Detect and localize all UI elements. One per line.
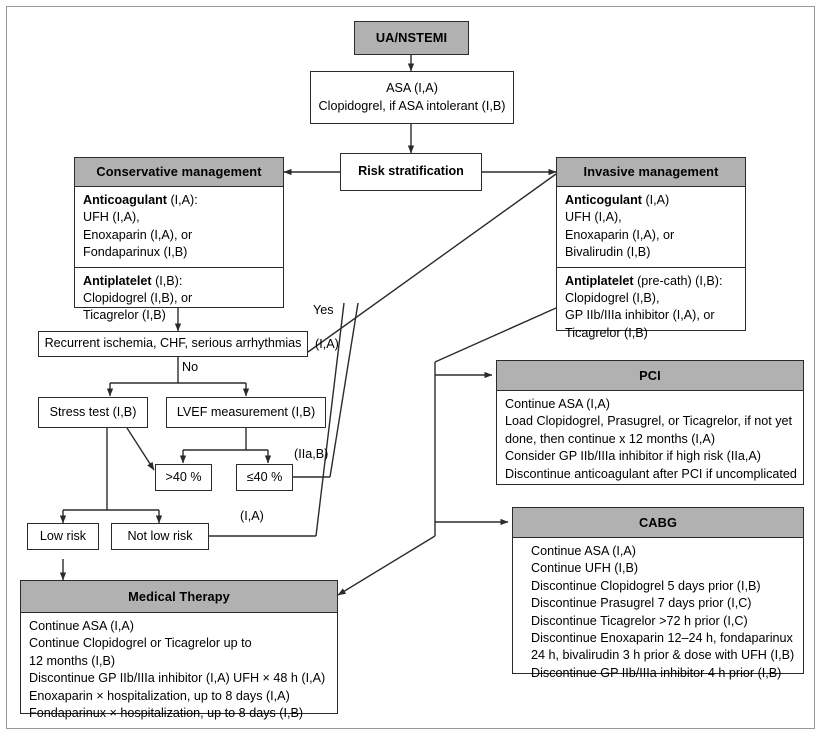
pci-header: PCI <box>497 361 803 391</box>
cabg-line-7: 24 h, bivalirudin 3 h prior & dose with … <box>531 648 795 663</box>
conservative-header: Conservative management <box>75 158 283 187</box>
pci-body: Continue ASA (I,A) Load Clopidogrel, Pra… <box>497 391 803 487</box>
edge-label-no: No <box>182 360 199 374</box>
node-invasive-management[interactable]: Invasive management Anticogulant (I,A) U… <box>556 157 746 340</box>
invasive-antiplatelet-section: Antiplatelet (pre-cath) (I,B): Clopidogr… <box>557 266 745 348</box>
node-low-risk[interactable]: Low risk <box>27 523 99 550</box>
stress-test-label: Stress test (I,B) <box>49 404 137 419</box>
edge-label-yes: Yes <box>313 303 334 317</box>
low-risk-label: Low risk <box>39 528 87 543</box>
node-stress-test[interactable]: Stress test (I,B) <box>38 397 148 428</box>
invasive-antiplatelet-heading-suffix: (pre-cath) (I,B): <box>633 273 723 288</box>
conservative-anticoagulant-heading-text: Anticoagulant <box>83 193 167 207</box>
invasive-anticoagulant-line-1: UFH (I,A), <box>565 210 622 225</box>
node-cabg[interactable]: CABG Continue ASA (I,A) Continue UFH (I,… <box>512 507 804 680</box>
node-lvef-measurement[interactable]: LVEF measurement (I,B) <box>166 397 326 428</box>
ef-greater-40-label: >40 % <box>165 469 202 484</box>
node-risk-stratification[interactable]: Risk stratification <box>340 153 482 191</box>
initial-therapy-line-2: Clopidogrel, if ASA intolerant (I,B) <box>318 98 506 113</box>
node-recurrent-ischemia[interactable]: Recurrent ischemia, CHF, serious arrhyth… <box>38 331 308 357</box>
invasive-antiplatelet-heading: Antiplatelet (pre-cath) (I,B): <box>565 273 737 290</box>
conservative-antiplatelet-heading-suffix: (I,B): <box>151 273 183 288</box>
conservative-antiplatelet-heading-text: Antiplatelet <box>83 273 152 288</box>
edge-label-iia-b: (IIa,B) <box>294 447 329 461</box>
node-conservative-management[interactable]: Conservative management Anticoagulant (I… <box>74 157 284 322</box>
pci-line-3: done, then continue x 12 months (I,A) <box>505 431 716 446</box>
ef-less-equal-40-label: ≤40 % <box>246 469 283 484</box>
medical-therapy-body: Continue ASA (I,A) Continue Clopidogrel … <box>21 613 337 726</box>
node-ua-nstemi[interactable]: UA/NSTEMI <box>354 21 469 55</box>
node-ef-greater-40[interactable]: >40 % <box>155 464 212 491</box>
invasive-antiplatelet-line-1: Clopidogrel (I,B), <box>565 290 660 305</box>
cabg-body: Continue ASA (I,A) Continue UFH (I,B) Di… <box>513 538 803 686</box>
node-ef-less-equal-40[interactable]: ≤40 % <box>236 464 293 491</box>
invasive-antiplatelet-line-2: GP IIb/IIIa inhibitor (I,A), or <box>565 308 715 323</box>
cabg-line-2: Continue UFH (I,B) <box>531 561 639 576</box>
pci-line-2: Load Clopidogrel, Prasugrel, or Ticagrel… <box>505 414 793 429</box>
invasive-header: Invasive management <box>557 158 745 187</box>
conservative-anticoagulant-line-2: Enoxaparin (I,A), or <box>83 227 193 242</box>
invasive-anticoagulant-heading: Anticogulant (I,A) <box>565 192 737 209</box>
medical-therapy-line-4: Discontinue GP IIb/IIIa inhibitor (I,A) … <box>29 671 326 686</box>
conservative-anticoagulant-line-3: Fondaparinux (I,B) <box>83 245 188 260</box>
node-pci[interactable]: PCI Continue ASA (I,A) Load Clopidogrel,… <box>496 360 804 485</box>
conservative-anticoagulant-section: Anticoagulant (I,A): UFH (I,A), Enoxapar… <box>75 187 283 267</box>
medical-therapy-header: Medical Therapy <box>21 581 337 613</box>
edge-label-i-a: (I,A) <box>240 509 264 523</box>
cabg-line-1: Continue ASA (I,A) <box>531 544 637 558</box>
cabg-header: CABG <box>513 508 803 538</box>
node-medical-therapy[interactable]: Medical Therapy Continue ASA (I,A) Conti… <box>20 580 338 720</box>
invasive-anticoagulant-section: Anticogulant (I,A) UFH (I,A), Enoxaparin… <box>557 187 745 267</box>
medical-therapy-line-1: Continue ASA (I,A) <box>29 619 135 633</box>
edge-label-yes-grade: (I,A) <box>315 337 339 351</box>
invasive-anticoagulant-line-3: Bivalirudin (I,B) <box>565 245 651 260</box>
invasive-anticoagulant-heading-text: Anticogulant <box>565 193 642 207</box>
medical-therapy-line-2: Continue Clopidogrel or Ticagrelor up to <box>29 636 252 651</box>
pci-line-5: Discontinue anticoagulant after PCI if u… <box>505 466 797 481</box>
figure-border <box>6 6 815 729</box>
recurrent-ischemia-label: Recurrent ischemia, CHF, serious arrhyth… <box>44 336 302 351</box>
risk-stratification-label: Risk stratification <box>358 164 464 179</box>
medical-therapy-line-5: Enoxaparin × hospitalization, up to 8 da… <box>29 688 290 703</box>
medical-therapy-line-3: 12 months (I,B) <box>29 653 116 668</box>
node-ua-nstemi-header: UA/NSTEMI <box>355 22 468 54</box>
cabg-line-6: Discontinue Enoxaparin 12–24 h, fondapar… <box>531 630 793 645</box>
invasive-antiplatelet-line-3: Ticagrelor (I,B) <box>565 325 648 340</box>
cabg-line-8: Discontinue GP IIb/IIIa inhibitor 4 h pr… <box>531 665 782 680</box>
cabg-line-3: Discontinue Clopidogrel 5 days prior (I,… <box>531 578 761 593</box>
initial-therapy-line-1: ASA (I,A) <box>386 81 438 96</box>
conservative-anticoagulant-heading: Anticoagulant (I,A): <box>83 192 275 209</box>
node-initial-therapy[interactable]: ASA (I,A) Clopidogrel, if ASA intolerant… <box>310 71 514 124</box>
invasive-antiplatelet-heading-text: Antiplatelet <box>565 273 634 288</box>
cabg-line-4: Discontinue Prasugrel 7 days prior (I,C) <box>531 596 752 611</box>
conservative-anticoagulant-line-1: UFH (I,A), <box>83 210 140 225</box>
conservative-antiplatelet-heading: Antiplatelet (I,B): <box>83 273 275 290</box>
conservative-antiplatelet-section: Antiplatelet (I,B): Clopidogrel (I,B), o… <box>75 266 283 330</box>
conservative-antiplatelet-line-2: Ticagrelor (I,B) <box>83 308 166 323</box>
pci-line-1: Continue ASA (I,A) <box>505 397 611 411</box>
conservative-antiplatelet-line-1: Clopidogrel (I,B), or <box>83 290 193 305</box>
medical-therapy-line-6: Fondaparinux × hospitalization, up to 8 … <box>29 705 304 720</box>
cabg-line-5: Discontinue Ticagrelor >72 h prior (I,C) <box>531 613 748 628</box>
conservative-anticoagulant-heading-suffix: (I,A): <box>166 193 198 207</box>
node-not-low-risk[interactable]: Not low risk <box>111 523 209 550</box>
invasive-anticoagulant-line-2: Enoxaparin (I,A), or <box>565 227 675 242</box>
lvef-measurement-label: LVEF measurement (I,B) <box>176 404 316 419</box>
pci-line-4: Consider GP IIb/IIIa inhibitor if high r… <box>505 449 761 464</box>
invasive-anticoagulant-heading-suffix: (I,A) <box>641 193 670 207</box>
not-low-risk-label: Not low risk <box>127 528 193 543</box>
